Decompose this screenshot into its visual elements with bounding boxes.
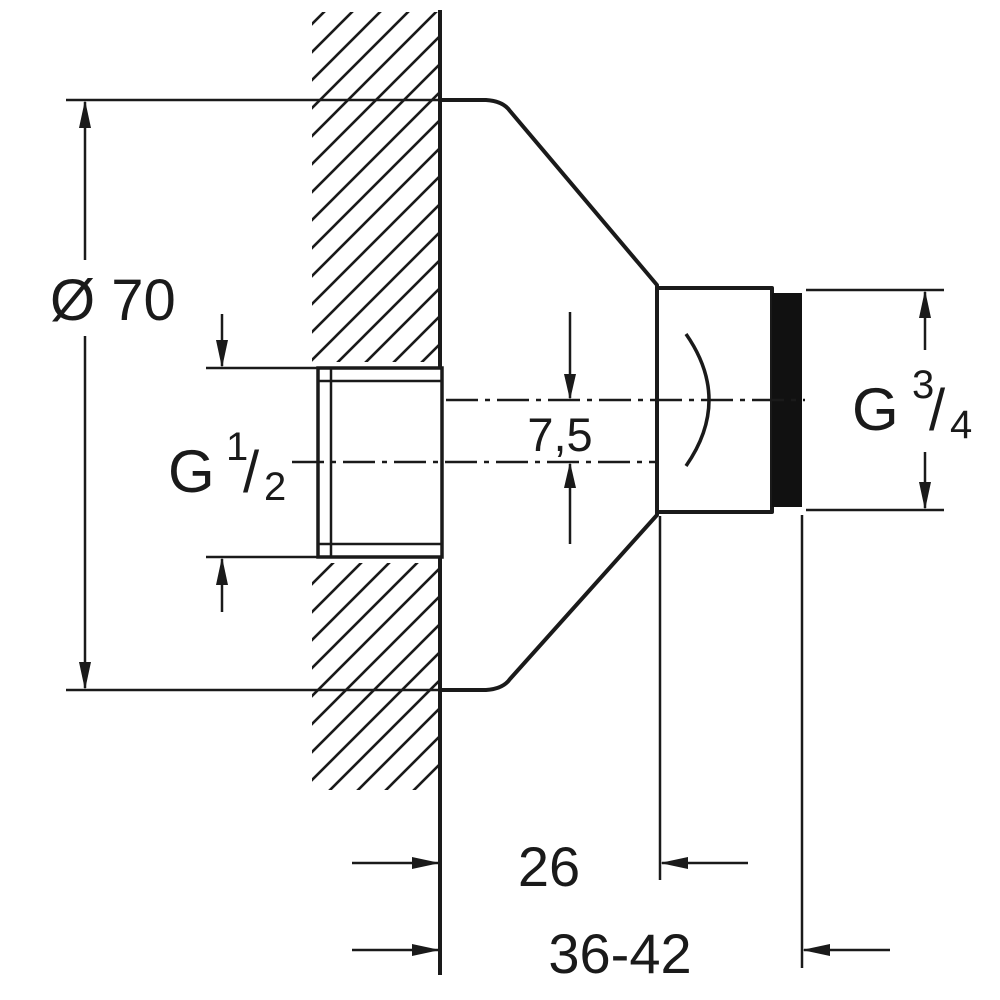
wall-hatching-upper: [312, 12, 440, 362]
dimension-offset-7-5: 7,5: [527, 312, 593, 544]
label-depth: 26: [518, 835, 580, 898]
label-thread-right-slash: /: [929, 378, 946, 443]
label-diameter: Ø 70: [50, 268, 176, 333]
arrowhead-right-icon: [412, 944, 440, 956]
wall-section: [312, 10, 442, 975]
arrowhead-left-icon: [802, 944, 830, 956]
label-thread-right-numerator: 3: [912, 363, 934, 407]
callout-thread-left: G 1 / 2: [168, 314, 320, 612]
label-thread-right-prefix: G: [852, 376, 899, 443]
label-offset: 7,5: [527, 408, 592, 461]
label-thread-left-numerator: 1: [226, 425, 248, 469]
arrowhead-up-icon: [216, 557, 228, 585]
arrowhead-down-icon: [564, 374, 576, 400]
dimension-diameter-70: Ø 70: [50, 98, 448, 692]
arrowhead-up-icon: [79, 100, 91, 128]
label-range: 36-42: [548, 922, 691, 985]
label-thread-right-denominator: 4: [950, 403, 972, 447]
label-thread-left-slash: /: [243, 440, 260, 505]
arrowhead-right-icon: [412, 857, 440, 869]
label-thread-left-prefix: G: [168, 438, 215, 505]
arrowhead-down-icon: [919, 482, 931, 510]
arrowhead-down-icon: [216, 340, 228, 368]
dimension-thread-right: G 3 / 4: [806, 288, 972, 512]
wall-hatching-lower: [312, 563, 440, 790]
arrowhead-left-icon: [660, 857, 688, 869]
dimension-range-36-42: 36-42: [352, 515, 890, 985]
arrowhead-up-icon: [919, 290, 931, 318]
arrowhead-up-icon: [564, 462, 576, 488]
label-thread-left-denominator: 2: [264, 465, 286, 509]
dimension-depth-26: 26: [352, 516, 748, 898]
arrowhead-down-icon: [79, 662, 91, 690]
escutcheon-cone: [438, 98, 659, 692]
